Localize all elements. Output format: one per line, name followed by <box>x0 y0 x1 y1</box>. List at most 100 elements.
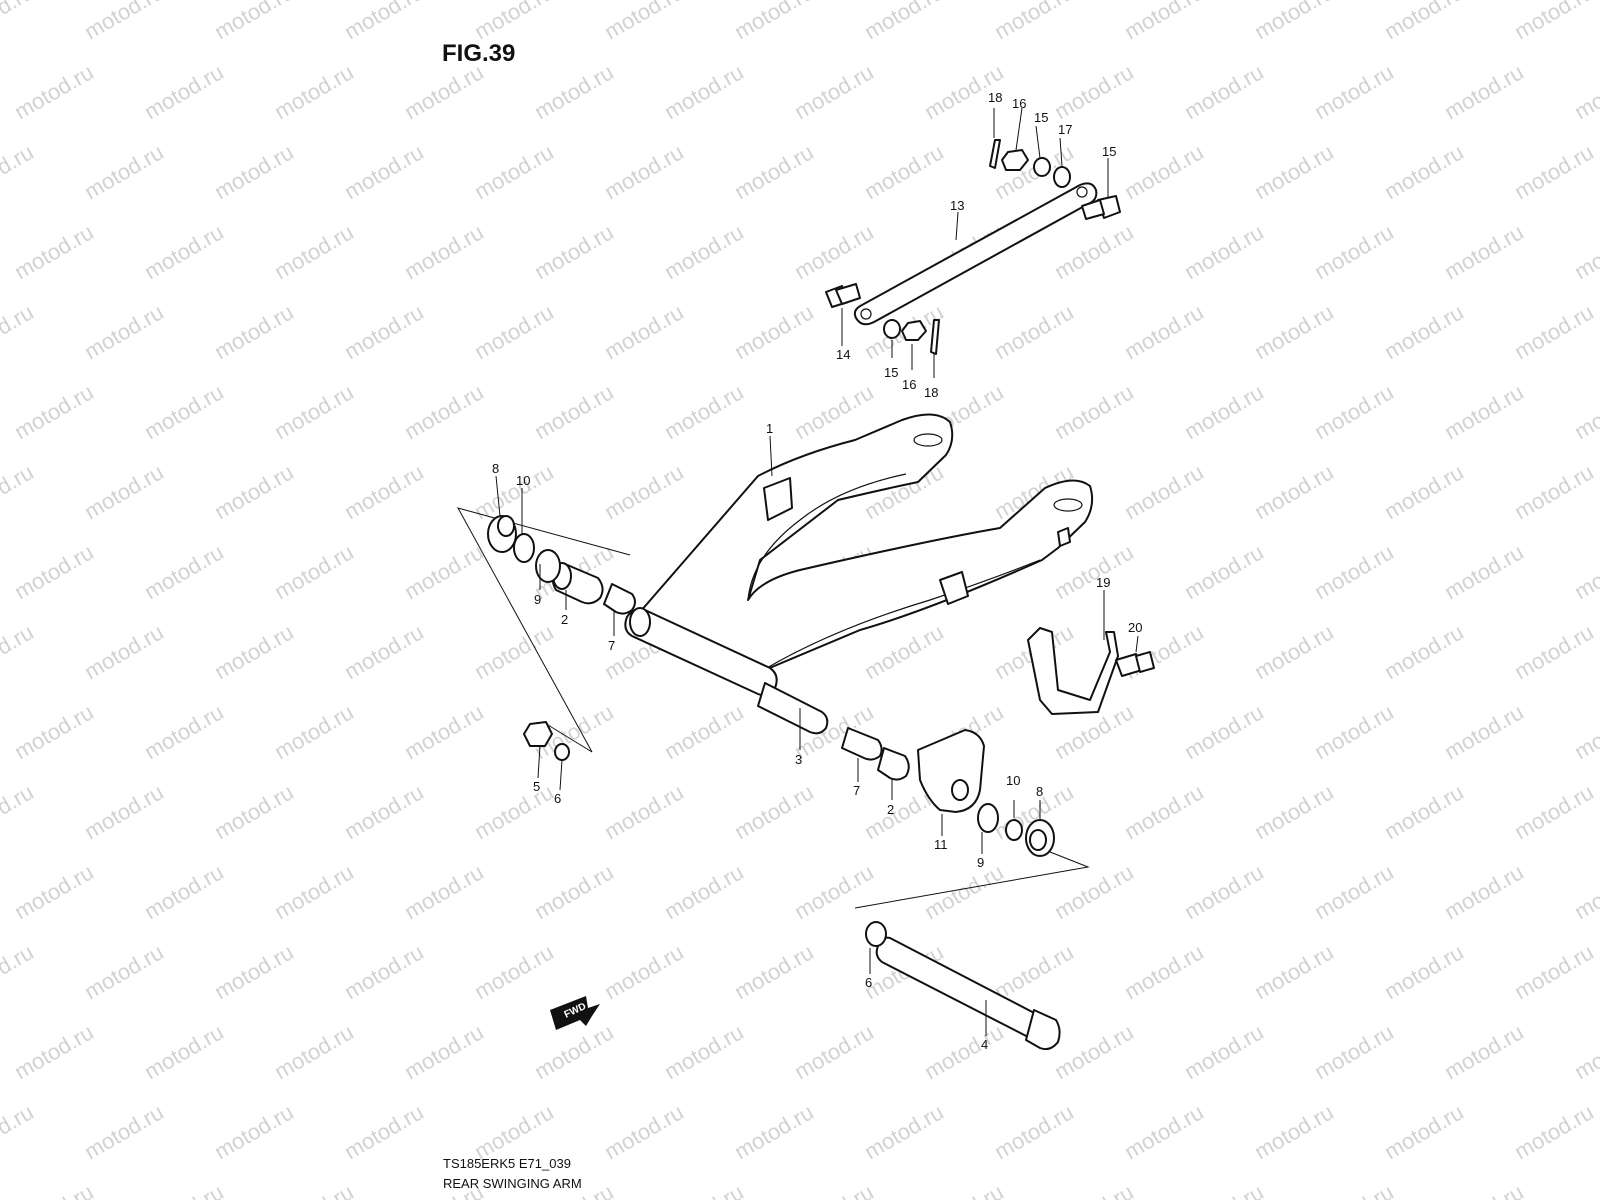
watermark-text: motod.ru <box>80 459 168 524</box>
watermark-text: motod.ru <box>80 619 168 684</box>
watermark-text: motod.ru <box>1310 219 1398 284</box>
watermark-text: motod.ru <box>790 379 878 444</box>
callout-18-top: 18 <box>988 90 1002 105</box>
callout-1: 1 <box>766 421 773 436</box>
callout-20: 20 <box>1128 620 1142 635</box>
watermark-text: motod.ru <box>270 379 358 444</box>
watermark-text: motod.ru <box>1180 219 1268 284</box>
watermark-text: motod.ru <box>1440 1019 1528 1084</box>
watermark-text: motod.ru <box>920 859 1008 924</box>
callout-15-top: 15 <box>1034 110 1048 125</box>
watermark-text: motod.ru <box>1310 1019 1398 1084</box>
callout-4: 4 <box>981 1037 988 1052</box>
watermark-text: motod.ru <box>1120 299 1208 364</box>
watermark-text: motod.ru <box>1120 779 1208 844</box>
chain-guide-bracket <box>1027 627 1155 715</box>
watermark-text: motod.ru <box>1250 939 1338 1004</box>
watermark-text: motod.ru <box>0 619 38 684</box>
watermark-text: motod.ru <box>1250 0 1338 44</box>
watermark-text: motod.ru <box>1250 299 1338 364</box>
watermark-text: motod.ru <box>920 1179 1008 1200</box>
watermark-text: motod.ru <box>790 219 878 284</box>
watermark-text: motod.ru <box>1050 219 1138 284</box>
watermark-text: motod.ru <box>1180 379 1268 444</box>
watermark-text: motod.ru <box>80 139 168 204</box>
watermark-text: motod.ru <box>1380 299 1468 364</box>
watermark-text: motod.ru <box>1570 859 1600 924</box>
callout-17: 17 <box>1058 122 1072 137</box>
watermark-text: motod.ru <box>400 699 488 764</box>
watermark-text: motod.ru <box>1380 0 1468 44</box>
watermark-text: motod.ru <box>340 459 428 524</box>
watermark-text: motod.ru <box>600 0 688 44</box>
watermark-text: motod.ru <box>660 859 748 924</box>
callout-numbers: 18 16 15 17 15 13 14 15 16 18 1 8 10 9 2… <box>492 90 1142 1052</box>
watermark-text: motod.ru <box>0 1099 38 1164</box>
watermark-text: motod.ru <box>1310 859 1398 924</box>
watermark-text: motod.ru <box>1570 379 1600 444</box>
watermark-text: motod.ru <box>1570 219 1600 284</box>
callout-7-left: 7 <box>608 638 615 653</box>
watermark-text: motod.ru <box>730 0 818 44</box>
watermark-text: motod.ru <box>1510 619 1598 684</box>
watermark-text: motod.ru <box>1570 699 1600 764</box>
watermark-text: motod.ru <box>340 139 428 204</box>
watermark-text: motod.ru <box>210 779 298 844</box>
watermark-text: motod.ru <box>80 1099 168 1164</box>
watermark-text: motod.ru <box>400 379 488 444</box>
watermark-text: motod.ru <box>990 1099 1078 1164</box>
watermark-text: motod.ru <box>1570 539 1600 604</box>
watermark-text: motod.ru <box>140 1179 228 1200</box>
watermark-text: motod.ru <box>80 779 168 844</box>
callout-10-right: 10 <box>1006 773 1020 788</box>
watermark-text: motod.ru <box>1120 1099 1208 1164</box>
callout-6-right: 6 <box>865 975 872 990</box>
watermark-text: motod.ru <box>0 299 38 364</box>
rod-hardware-top <box>989 139 1121 220</box>
callout-19: 19 <box>1096 575 1110 590</box>
watermark-text: motod.ru <box>990 939 1078 1004</box>
callout-2-right: 2 <box>887 802 894 817</box>
watermark-text: motod.ru <box>10 59 98 124</box>
callout-16-bottom: 16 <box>902 377 916 392</box>
watermark-text: motod.ru <box>1440 379 1528 444</box>
watermark-text: motod.ru <box>920 1019 1008 1084</box>
watermark-text: motod.ru <box>1440 1179 1528 1200</box>
watermark-text: motod.ru <box>1180 539 1268 604</box>
watermark-text: motod.ru <box>1380 779 1468 844</box>
group-outline-lines <box>456 507 1090 909</box>
watermark-text: motod.ru <box>1250 779 1338 844</box>
watermark-text: motod.ru <box>1050 59 1138 124</box>
watermark-text: motod.ru <box>400 1019 488 1084</box>
watermark-text: motod.ru <box>530 59 618 124</box>
watermark-text: motod.ru <box>80 939 168 1004</box>
watermark-text: motod.ru <box>10 699 98 764</box>
watermark-text: motod.ru <box>1380 619 1468 684</box>
watermark-text: motod.ru <box>270 219 358 284</box>
callout-12: 13 <box>950 198 964 213</box>
callout-11: 11 <box>934 837 948 852</box>
watermark-text: motod.ru <box>0 939 38 1004</box>
right-bushings-and-guide <box>841 727 1055 857</box>
watermark-text: motod.ru <box>660 379 748 444</box>
watermark-text: motod.ru <box>1440 699 1528 764</box>
callout-7-right: 7 <box>853 783 860 798</box>
watermark-text: motod.ru <box>1050 1019 1138 1084</box>
watermark-text: motod.ru <box>990 299 1078 364</box>
leader-lines <box>495 107 1139 1036</box>
watermark-text: motod.ru <box>1310 699 1398 764</box>
watermark-text: motod.ru <box>600 459 688 524</box>
callout-6-left: 6 <box>554 791 561 806</box>
watermark-text: motod.ru <box>270 859 358 924</box>
watermark-text: motod.ru <box>600 779 688 844</box>
watermark-text: motod.ru <box>600 939 688 1004</box>
watermark-text: motod.ru <box>600 139 688 204</box>
watermark-text: motod.ru <box>340 299 428 364</box>
watermark-text: motod.ru <box>340 0 428 44</box>
watermark-text: motod.ru <box>140 219 228 284</box>
watermark-text: motod.ru <box>1380 939 1468 1004</box>
watermark-text: motod.ru <box>470 1099 558 1164</box>
watermark-text: motod.ru <box>210 139 298 204</box>
callout-13: 14 <box>836 347 850 362</box>
watermark-text: motod.ru <box>1510 0 1598 44</box>
